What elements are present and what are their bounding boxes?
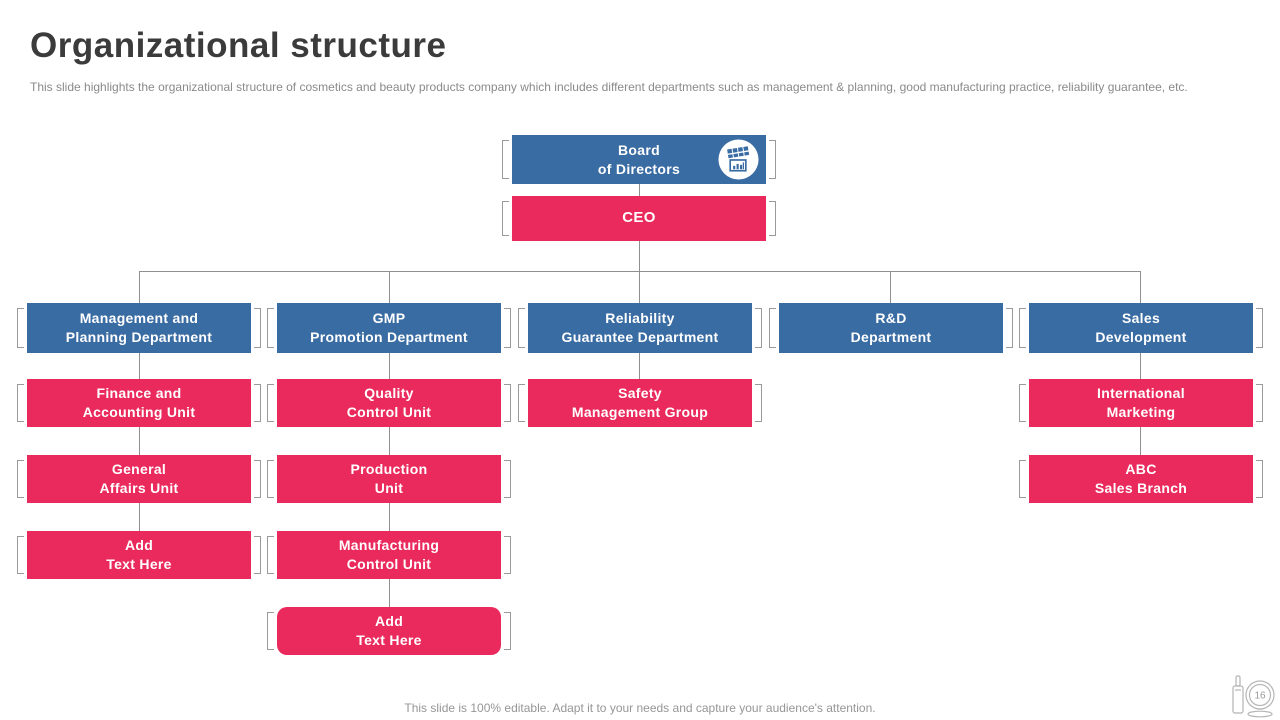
bracket-decoration xyxy=(769,201,776,236)
org-node-dept-reliability-guarantee[interactable]: Reliability Guarantee Department xyxy=(518,303,762,353)
bracket-decoration xyxy=(17,384,24,422)
planning-board-icon xyxy=(718,139,759,180)
bracket-decoration xyxy=(1256,384,1263,422)
org-node-label: Production Unit xyxy=(350,461,428,496)
bracket-decoration xyxy=(504,384,511,422)
bracket-decoration xyxy=(1019,308,1026,348)
org-node-label: Reliability Guarantee Department xyxy=(561,310,719,345)
bracket-decoration xyxy=(504,460,511,498)
org-node-production-unit[interactable]: Production Unit xyxy=(267,455,511,503)
bracket-decoration xyxy=(769,140,776,179)
org-node-label: General Affairs Unit xyxy=(99,461,179,496)
org-node-ceo[interactable]: CEO xyxy=(502,196,776,241)
org-node-dept-management-planning[interactable]: Management and Planning Department xyxy=(17,303,261,353)
bracket-decoration xyxy=(502,140,509,179)
org-node-board-of-directors[interactable]: Board of Directors xyxy=(502,135,776,184)
bracket-decoration xyxy=(1256,308,1263,348)
org-node-add-text-placeholder-1[interactable]: Add Text Here xyxy=(17,531,261,579)
org-node-label: Quality Control Unit xyxy=(346,385,432,420)
org-node-dept-gmp-promotion[interactable]: GMP Promotion Department xyxy=(267,303,511,353)
org-node-safety-management-group[interactable]: Safety Management Group xyxy=(518,379,762,427)
cosmetic-bottle-mirror-icon: 16 xyxy=(1232,675,1275,718)
org-node-finance-accounting-unit[interactable]: Finance and Accounting Unit xyxy=(17,379,261,427)
org-node-quality-control-unit[interactable]: Quality Control Unit xyxy=(267,379,511,427)
org-node-label: International Marketing xyxy=(1097,385,1185,420)
org-node-label: Manufacturing Control Unit xyxy=(338,537,440,572)
bracket-decoration xyxy=(504,308,511,348)
org-node-label: Sales Development xyxy=(1095,310,1187,345)
bracket-decoration xyxy=(504,536,511,574)
org-node-international-marketing[interactable]: International Marketing xyxy=(1019,379,1263,427)
bracket-decoration xyxy=(17,536,24,574)
org-node-general-affairs-unit[interactable]: General Affairs Unit xyxy=(17,455,261,503)
org-node-label: Safety Management Group xyxy=(571,385,709,420)
page-title: Organizational structure xyxy=(30,26,447,65)
bracket-decoration xyxy=(267,308,274,348)
org-node-dept-rnd[interactable]: R&D Department xyxy=(769,303,1013,353)
bracket-decoration xyxy=(769,308,776,348)
org-node-add-text-placeholder-2[interactable]: Add Text Here xyxy=(267,607,511,655)
bracket-decoration xyxy=(254,536,261,574)
bracket-decoration xyxy=(254,308,261,348)
bracket-decoration xyxy=(267,460,274,498)
bracket-decoration xyxy=(254,384,261,422)
bracket-decoration xyxy=(267,384,274,422)
org-node-label: R&D Department xyxy=(850,310,932,345)
org-node-label: GMP Promotion Department xyxy=(310,310,468,345)
bracket-decoration xyxy=(518,384,525,422)
org-node-label: ABC Sales Branch xyxy=(1094,461,1188,496)
bracket-decoration xyxy=(502,201,509,236)
bracket-decoration xyxy=(1256,460,1263,498)
bracket-decoration xyxy=(1019,384,1026,422)
org-node-label: Add Text Here xyxy=(106,537,172,572)
org-node-label: CEO xyxy=(622,209,656,227)
org-node-manufacturing-control-unit[interactable]: Manufacturing Control Unit xyxy=(267,531,511,579)
bracket-decoration xyxy=(17,308,24,348)
bracket-decoration xyxy=(267,536,274,574)
org-node-label: Add Text Here xyxy=(356,613,422,648)
bracket-decoration xyxy=(267,612,274,650)
page-number: 16 xyxy=(1254,691,1266,702)
bracket-decoration xyxy=(1019,460,1026,498)
bracket-decoration xyxy=(504,612,511,650)
bracket-decoration xyxy=(1006,308,1013,348)
org-node-dept-sales-development[interactable]: Sales Development xyxy=(1019,303,1263,353)
footer-note: This slide is 100% editable. Adapt it to… xyxy=(404,701,876,715)
org-node-abc-sales-branch[interactable]: ABC Sales Branch xyxy=(1019,455,1263,503)
bracket-decoration xyxy=(755,384,762,422)
bracket-decoration xyxy=(254,460,261,498)
org-node-label: Management and Planning Department xyxy=(65,310,213,345)
bracket-decoration xyxy=(17,460,24,498)
org-node-label: Board of Directors xyxy=(597,141,681,177)
bracket-decoration xyxy=(518,308,525,348)
slide-subtitle: This slide highlights the organizational… xyxy=(30,80,1188,94)
bracket-decoration xyxy=(755,308,762,348)
org-node-label: Finance and Accounting Unit xyxy=(82,385,196,420)
